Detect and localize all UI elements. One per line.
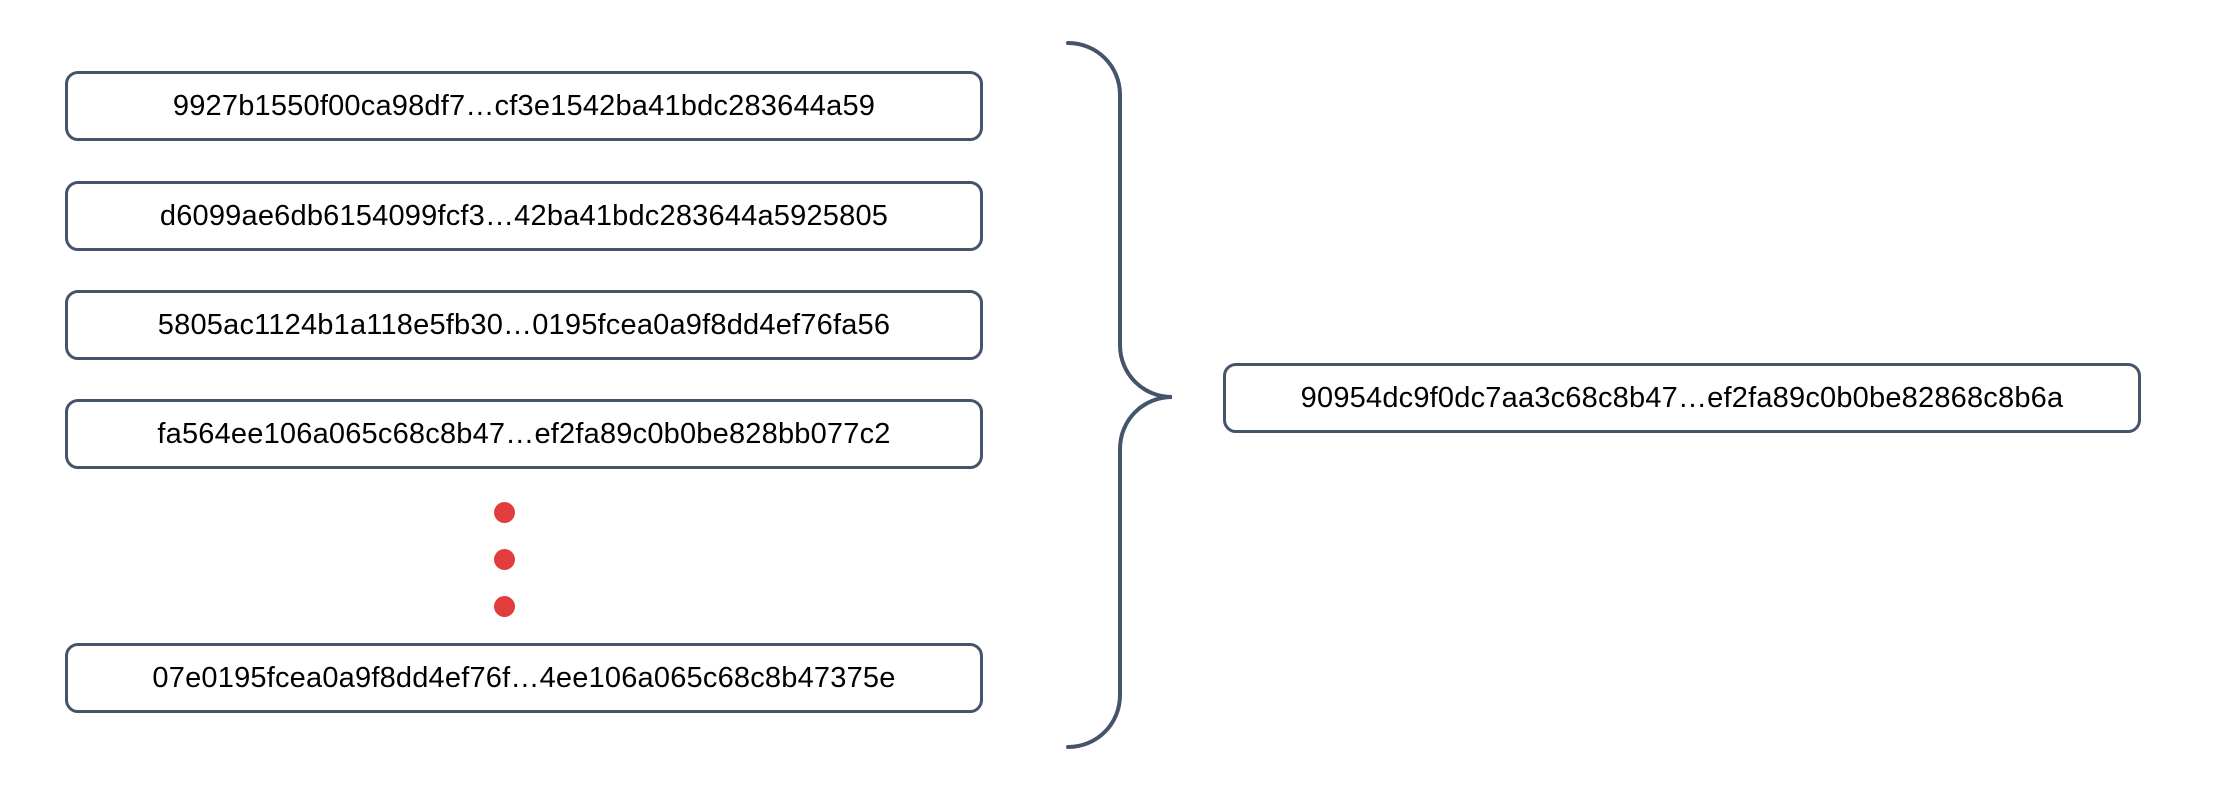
hash-block-2-label: d6099ae6db6154099fcf3…42ba41bdc283644a59… — [159, 199, 889, 232]
hash-block-3-label: 5805ac1124b1a118e5fb30…0195fcea0a9f8dd4e… — [157, 308, 891, 341]
ellipsis-dot — [494, 502, 515, 523]
hash-block-1-label: 9927b1550f00ca98df7…cf3e1542ba41bdc28364… — [172, 89, 876, 122]
ellipsis-dot — [494, 549, 515, 570]
hash-block-4-label: fa564ee106a065c68c8b47…ef2fa89c0b0be828b… — [157, 417, 891, 450]
hash-block-5-label: 07e0195fcea0a9f8dd4ef76f…4ee106a065c68c8… — [152, 661, 896, 694]
ellipsis-dot — [494, 596, 515, 617]
hash-block-4: fa564ee106a065c68c8b47…ef2fa89c0b0be828b… — [65, 399, 983, 469]
hash-block-2: d6099ae6db6154099fcf3…42ba41bdc283644a59… — [65, 181, 983, 251]
curly-brace-icon — [1066, 41, 1173, 749]
hash-block-5: 07e0195fcea0a9f8dd4ef76f…4ee106a065c68c8… — [65, 643, 983, 713]
result-hash-block-label: 90954dc9f0dc7aa3c68c8b47…ef2fa89c0b0be82… — [1300, 381, 2064, 414]
hash-block-1: 9927b1550f00ca98df7…cf3e1542ba41bdc28364… — [65, 71, 983, 141]
hash-block-3: 5805ac1124b1a118e5fb30…0195fcea0a9f8dd4e… — [65, 290, 983, 360]
result-hash-block: 90954dc9f0dc7aa3c68c8b47…ef2fa89c0b0be82… — [1223, 363, 2141, 433]
